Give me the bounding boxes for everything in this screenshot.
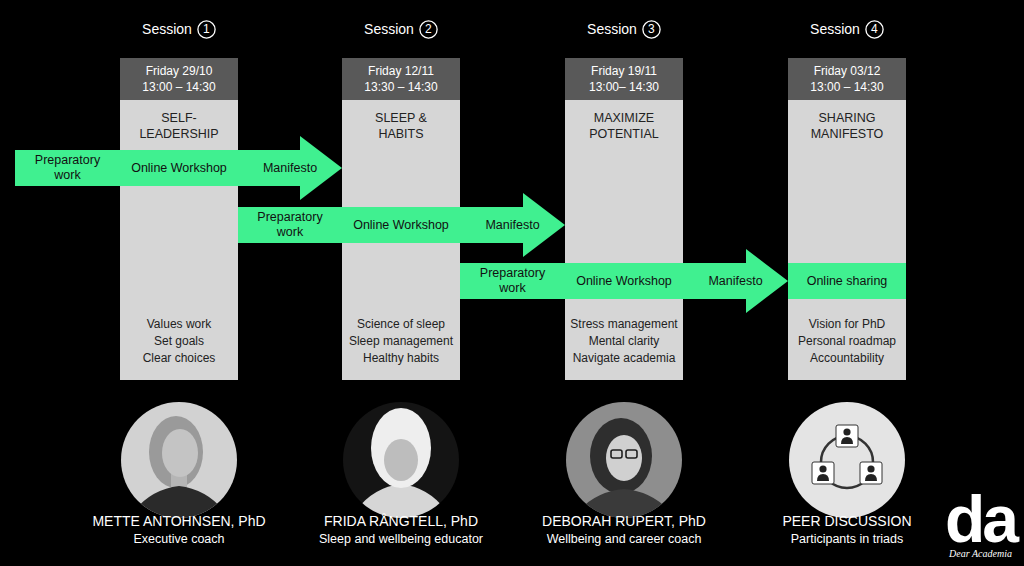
session-number: 3 — [642, 20, 661, 39]
person-body — [865, 474, 877, 481]
session-title: SLEEP & HABITS — [356, 110, 446, 142]
speaker-name: PEER DISCUSSION — [782, 512, 911, 530]
photo-glasses — [626, 450, 637, 458]
topic-item: Healthy habits — [363, 350, 439, 367]
photo-glasses — [611, 450, 622, 458]
session-label: Session — [364, 20, 414, 38]
session-number: 1 — [197, 20, 216, 39]
topic-item: Set goals — [154, 333, 204, 350]
arrow-shape — [238, 193, 565, 257]
peer-icon — [789, 402, 905, 518]
photo-face — [162, 429, 198, 477]
session-column: MAXIMIZE POTENTIAL Stress managementMenta… — [565, 58, 683, 380]
session-title: MAXIMIZE POTENTIAL — [579, 110, 669, 142]
date-header: Friday 03/1213:00 – 14:30 — [788, 58, 906, 100]
photo-face — [384, 439, 418, 481]
session-number: 2 — [419, 20, 438, 39]
number-ring — [420, 21, 437, 38]
session-label: Session — [810, 20, 860, 38]
flow-arrow: Preparatory work Online Workshop Manifesto — [460, 249, 788, 313]
arrow-shape — [15, 136, 342, 200]
number-ring — [866, 21, 883, 38]
topic-item: Values work — [147, 316, 211, 333]
step-label: Online Workshop — [131, 161, 227, 176]
speaker-role: Wellbeing and career coach — [547, 531, 702, 547]
flow-arrow: Preparatory work Online Workshop Manifesto — [238, 193, 565, 257]
flow-arrow: Preparatory work Online Workshop Manifesto — [15, 136, 342, 200]
person-head — [867, 465, 874, 472]
person-head — [843, 428, 850, 435]
topic-item: Clear choices — [143, 350, 216, 367]
person-box — [836, 425, 858, 447]
topic-item: Stress management — [570, 316, 677, 333]
photo-headscarf — [371, 408, 431, 488]
session-title: SELF- LEADERSHIP — [134, 110, 224, 142]
step-label: Online Workshop — [576, 274, 672, 289]
date-header: Friday 12/1113:30 – 14:30 — [342, 58, 460, 100]
topic-item: Accountability — [810, 350, 884, 367]
speaker-role: Participants in triads — [791, 531, 904, 547]
session-column: SELF- LEADERSHIP Values workSet goalsClea… — [120, 58, 238, 380]
speaker-role: Executive coach — [133, 531, 224, 547]
person-box — [812, 462, 834, 484]
session-number-text: 4 — [865, 20, 884, 39]
number-ring — [643, 21, 660, 38]
logo-wordmark: Dear Academia — [949, 548, 1012, 560]
date-header: Friday 19/1113:00– 14:30 — [565, 58, 683, 100]
session-time: 13:00 – 14:30 — [142, 79, 215, 95]
step-label: Manifesto — [708, 274, 762, 289]
portrait-photo — [566, 402, 682, 520]
session-label: Session — [142, 20, 192, 38]
person-body — [841, 437, 853, 444]
logo-mark: da — [945, 486, 1016, 552]
session-number-text: 3 — [642, 20, 661, 39]
person-head — [819, 465, 826, 472]
person-body — [817, 474, 829, 481]
number-ring — [198, 21, 215, 38]
session-number-text: 1 — [197, 20, 216, 39]
portrait-photo — [121, 402, 237, 520]
person-box — [860, 462, 882, 484]
step-label: Manifesto — [263, 161, 317, 176]
band-label: Online sharing — [807, 273, 888, 289]
speaker-name: FRIDA RÅNGTELL, PhD — [324, 512, 478, 530]
speaker-name: METTE ANTOHNSEN, PhD — [92, 512, 265, 530]
topic-item: Vision for PhD — [809, 316, 885, 333]
session-number-text: 2 — [419, 20, 438, 39]
step-label: Preparatory work — [471, 266, 555, 296]
topic-item: Sleep management — [349, 333, 453, 350]
session-label: Session — [587, 20, 637, 38]
session-title: SHARING MANIFESTO — [802, 110, 892, 142]
topic-item: Mental clarity — [589, 333, 660, 350]
session-number: 4 — [865, 20, 884, 39]
speaker-role: Sleep and wellbeing educator — [319, 531, 483, 547]
icon-disc — [789, 402, 905, 518]
session-time: 13:00– 14:30 — [589, 79, 659, 95]
step-label: Preparatory work — [248, 210, 332, 240]
session-date: Friday 19/11 — [591, 63, 657, 79]
step-label: Online Workshop — [353, 218, 449, 233]
photo-face — [606, 435, 642, 481]
topic-item: Personal roadmap — [798, 333, 896, 350]
portrait-photo — [343, 402, 459, 520]
date-header: Friday 29/1013:00 – 14:30 — [120, 58, 238, 100]
step-label: Preparatory work — [26, 153, 110, 183]
sharing-band: Online sharing — [788, 263, 906, 299]
session-column: SHARING MANIFESTO Vision for PhDPersonal … — [788, 58, 906, 380]
topic-item: Navigate academia — [573, 350, 676, 367]
session-date: Friday 12/11 — [368, 63, 434, 79]
session-time: 13:00 – 14:30 — [810, 79, 883, 95]
session-time: 13:30 – 14:30 — [364, 79, 437, 95]
step-label: Manifesto — [485, 218, 539, 233]
arrow-shape — [460, 249, 788, 313]
speaker-name: DEBORAH RUPERT, PhD — [542, 512, 706, 530]
session-date: Friday 29/10 — [146, 63, 213, 79]
photo-hair — [590, 418, 652, 494]
topic-item: Science of sleep — [357, 316, 445, 333]
session-date: Friday 03/12 — [814, 63, 881, 79]
